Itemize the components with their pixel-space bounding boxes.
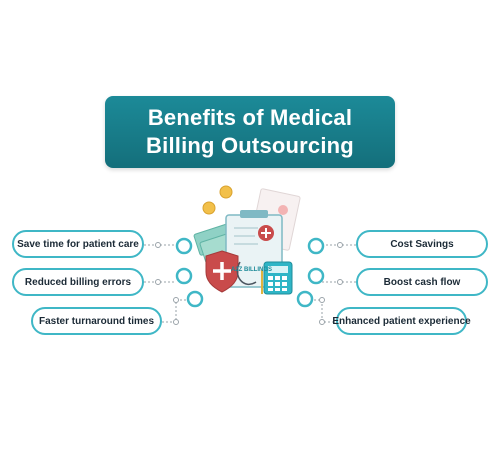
- billing-illustration: A2Z BILLINGS: [193, 185, 301, 295]
- logo-text: A2Z BILLINGS: [231, 267, 272, 273]
- title-banner: Benefits of Medical Billing Outsourcing: [105, 96, 395, 168]
- benefit-patient-experience: Enhanced patient experience: [332, 307, 471, 335]
- right-node-circles: [296, 237, 325, 308]
- benefit-cost-savings: Cost Savings: [356, 230, 488, 258]
- benefit-save-time: Save time for patient care: [12, 230, 144, 258]
- title-line-1: Benefits of Medical: [147, 105, 353, 130]
- title-line-2: Billing Outsourcing: [146, 133, 354, 158]
- benefit-boost-cash-flow: Boost cash flow: [356, 268, 488, 296]
- benefit-faster-turnaround: Faster turnaround times: [31, 307, 162, 335]
- benefit-reduced-errors: Reduced billing errors: [12, 268, 144, 296]
- left-node-circles: [175, 237, 204, 308]
